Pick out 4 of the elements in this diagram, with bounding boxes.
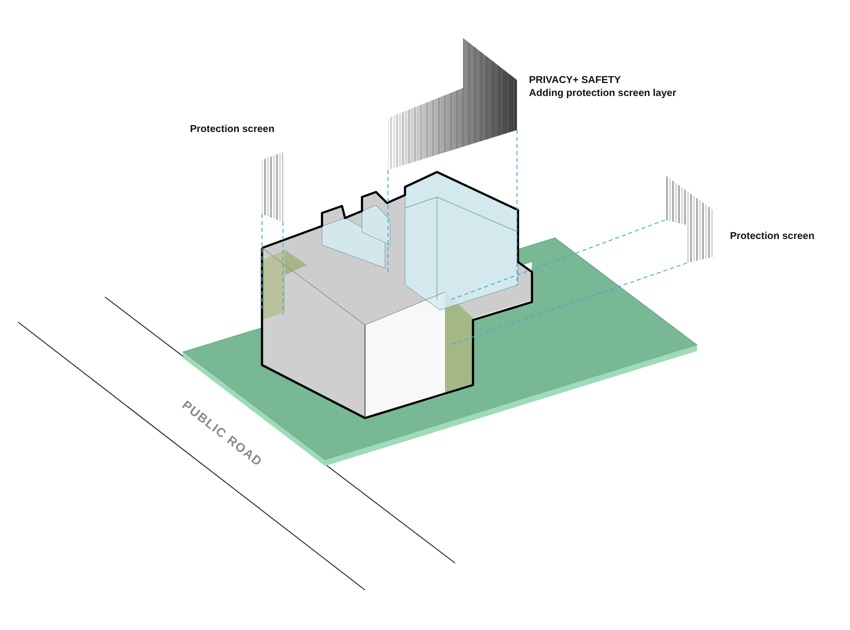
- note-label: Adding protection screen layer: [529, 88, 676, 100]
- heading-label: PRIVACY+ SAFETY: [529, 75, 621, 87]
- part-label: Protection screen: [190, 124, 274, 136]
- part-label: Protection screen: [730, 231, 814, 243]
